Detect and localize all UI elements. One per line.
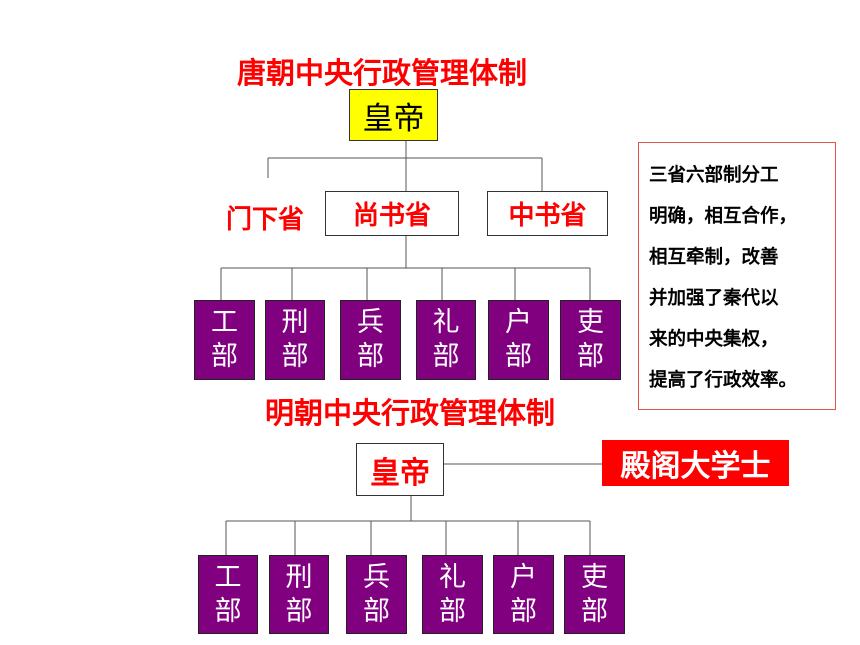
ministry-char: 工 — [214, 561, 242, 593]
tang-emperor-box: 皇帝 — [349, 89, 438, 141]
ming-ministry-personnel: 吏 部 — [564, 555, 625, 634]
tang-emperor-label: 皇帝 — [362, 100, 425, 137]
grand-secretary-label: 殿阁大学士 — [620, 449, 771, 484]
tang-title: 唐朝中央行政管理体制 — [237, 56, 528, 90]
ministry-char: 户 — [510, 561, 537, 593]
zhongshu-sheng-label: 中书省 — [508, 201, 587, 231]
zhongshu-sheng-box: 中书省 — [487, 191, 608, 236]
ministry-char: 部 — [505, 341, 532, 372]
tang-ministry-revenue: 户 部 — [488, 300, 549, 380]
ministry-char: 部 — [363, 595, 390, 627]
ministry-char: 部 — [432, 341, 460, 372]
ministry-char: 吏 — [577, 307, 604, 338]
note-line: 相互牵制，改善 — [649, 247, 779, 268]
ming-ministry-works: 工 部 — [198, 555, 258, 634]
note-line: 明确，相互合作， — [649, 206, 798, 227]
note-line: 来的中央集权， — [649, 329, 779, 350]
ministry-char: 部 — [281, 341, 309, 372]
tang-ministry-rites: 礼 部 — [416, 300, 476, 380]
ming-emperor-box: 皇帝 — [356, 443, 444, 496]
grand-secretary-box: 殿阁大学士 — [602, 440, 789, 486]
shangshu-sheng-label: 尚书省 — [352, 201, 431, 231]
tang-ministry-works: 工 部 — [194, 300, 255, 380]
ministry-char: 部 — [439, 595, 466, 627]
ministry-char: 刑 — [281, 307, 309, 338]
ministry-char: 兵 — [357, 307, 384, 338]
ming-emperor-label: 皇帝 — [370, 455, 430, 491]
shangshu-sheng-box: 尚书省 — [325, 191, 459, 236]
ministry-char: 刑 — [285, 561, 313, 593]
ministry-char: 部 — [581, 595, 608, 627]
ministry-char: 兵 — [363, 561, 390, 593]
tang-ministry-war: 兵 部 — [340, 300, 401, 380]
ministry-char: 部 — [285, 595, 313, 627]
ming-ministry-war: 兵 部 — [346, 555, 407, 634]
menxia-sheng-label: 门下省 — [226, 205, 305, 235]
ming-title: 明朝中央行政管理体制 — [265, 396, 556, 430]
note-line: 三省六部制分工 — [649, 165, 779, 186]
tang-ministry-justice: 刑 部 — [265, 300, 325, 380]
note-line: 并加强了秦代以 — [649, 288, 779, 309]
ministry-char: 部 — [510, 595, 537, 627]
ming-ministry-rites: 礼 部 — [422, 555, 483, 634]
ministry-char: 户 — [505, 307, 532, 338]
ministry-char: 部 — [577, 341, 604, 372]
ministry-char: 工 — [211, 307, 238, 338]
ministry-char: 礼 — [439, 561, 466, 593]
ministry-char: 部 — [214, 595, 242, 627]
tang-ministry-personnel: 吏 部 — [560, 300, 621, 380]
ming-ministry-revenue: 户 部 — [493, 555, 554, 634]
ming-ministry-justice: 刑 部 — [269, 555, 329, 634]
note-line: 提高了行政效率。 — [649, 370, 798, 391]
ministry-char: 吏 — [581, 561, 608, 593]
ministry-char: 部 — [211, 341, 238, 372]
ministry-char: 部 — [357, 341, 384, 372]
ministry-char: 礼 — [432, 307, 460, 338]
summary-note: 三省六部制分工 明确，相互合作， 相互牵制，改善 并加强了秦代以 来的中央集权，… — [638, 142, 836, 410]
